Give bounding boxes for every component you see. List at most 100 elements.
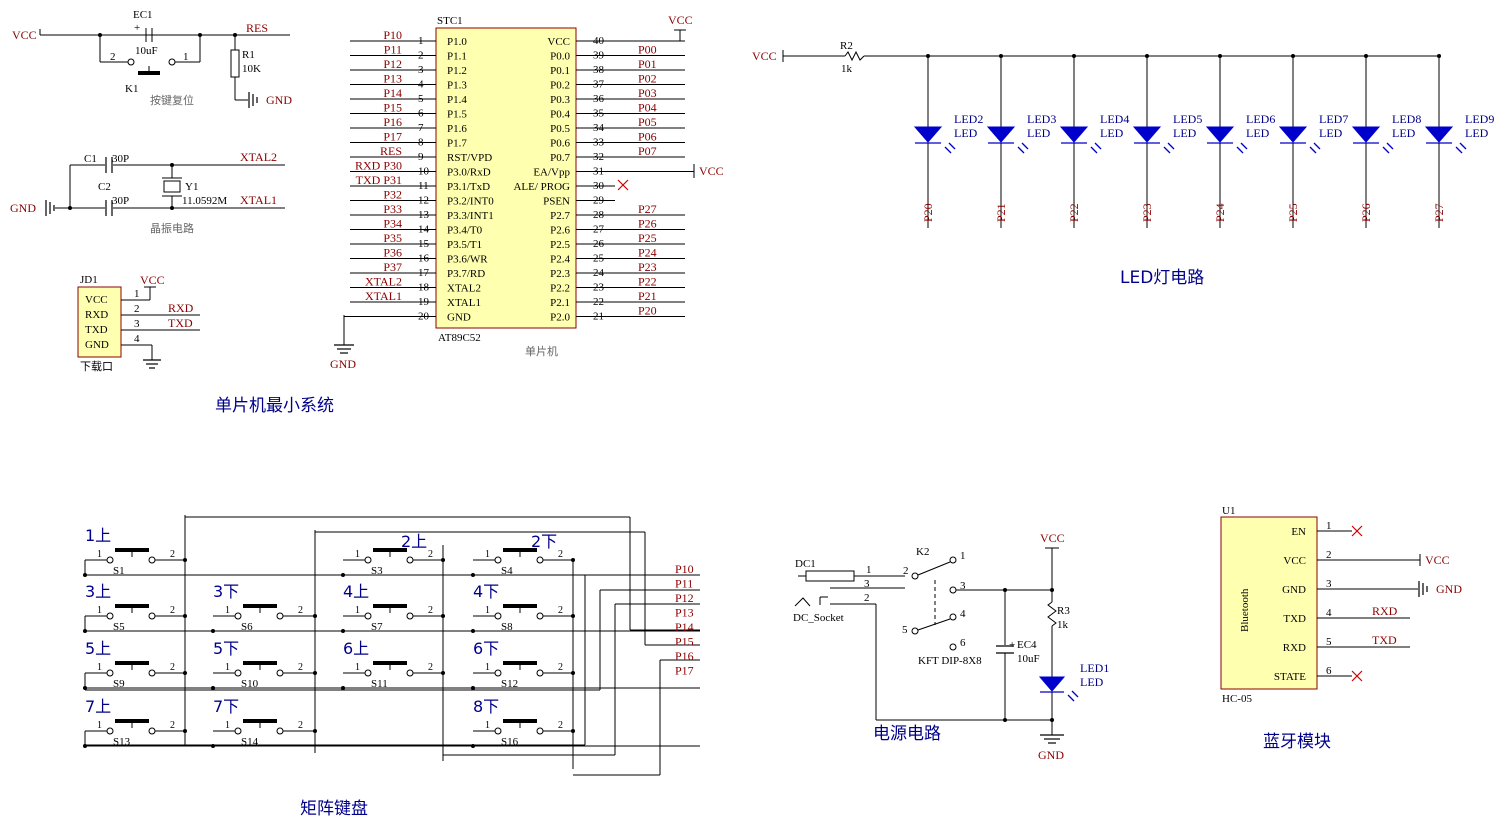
mcu-right-pin-name: P0.3	[550, 94, 570, 106]
power-vcc-net: VCC	[1040, 531, 1065, 545]
ec4-plus: +	[1009, 639, 1015, 651]
k2-ref: K2	[916, 546, 929, 558]
switch-ref: S12	[501, 678, 518, 690]
ec4-value: 10uF	[1017, 653, 1040, 665]
mcu-left-pin-num: 13	[418, 209, 430, 221]
mcu-right-pin-num: 22	[593, 296, 604, 308]
mcu-right-pin-name: P2.5	[550, 239, 570, 251]
mcu-right-pin-name: P0.7	[550, 152, 570, 164]
dc1-ref: DC1	[795, 558, 816, 570]
switch-label: 7下	[213, 697, 239, 716]
dc-pin2: 2	[864, 592, 870, 604]
switch-pin1: 1	[97, 605, 102, 616]
switch-button-icon	[243, 719, 277, 723]
mcu-right-pin-num: 28	[593, 209, 605, 221]
keyboard-net-label: P14	[675, 620, 694, 634]
switch-contact	[364, 612, 372, 620]
r1-ref: R1	[242, 49, 255, 61]
led-diode-icon	[913, 126, 943, 143]
switch-pin2: 2	[170, 662, 175, 673]
led-diode-icon	[1424, 126, 1454, 143]
switch-label: 2下	[531, 532, 557, 551]
jd1-caption: 下载口	[80, 360, 113, 373]
switch-pin2: 2	[298, 605, 303, 616]
switch-ref: S14	[241, 736, 259, 748]
switch-contact	[234, 612, 242, 620]
led-ref: LED5	[1173, 112, 1202, 126]
mcu-left-net: P36	[383, 246, 402, 260]
switch-pin1: 1	[485, 720, 490, 731]
led1-type: LED	[1080, 675, 1104, 689]
mcu-left-net: P32	[383, 188, 402, 202]
switch-pin1: 1	[355, 662, 360, 673]
dc-jack-body	[805, 570, 855, 582]
bt-net: GND	[1436, 582, 1462, 596]
switch-button-icon	[373, 661, 407, 665]
mcu-part: AT89C52	[438, 332, 481, 344]
switch-pin2: 2	[558, 605, 563, 616]
bt-inner-label: Bluetooth	[1239, 588, 1251, 632]
ec1-ref: EC1	[133, 9, 153, 21]
keyboard-net-label: P10	[675, 562, 694, 576]
led-ref: LED4	[1100, 112, 1129, 126]
switch-pin2: 2	[298, 662, 303, 673]
mcu-left-pin-name: P3.1/TxD	[447, 181, 490, 193]
mcu-right-pin-name: P2.6	[550, 225, 570, 237]
mcu-right-net: P24	[638, 246, 657, 260]
res-net: RES	[246, 21, 268, 35]
led-circuit-title: LED灯电路	[1120, 268, 1204, 288]
k1-ref: K1	[125, 83, 138, 95]
mcu-left-net: XTAL1	[365, 289, 402, 303]
mcu-right-pin-name: P2.7	[550, 210, 570, 222]
led-type: LED	[1027, 126, 1051, 140]
led-diode-icon	[1132, 126, 1162, 143]
mcu-left-net: RXD P30	[355, 159, 402, 173]
switch-contact	[276, 727, 284, 735]
mcu-right-pin-num: 21	[593, 311, 604, 323]
bt-pin-num: 6	[1326, 665, 1332, 677]
switch-contact	[148, 612, 156, 620]
mcu-left-pin-name: RST/VPD	[447, 152, 492, 164]
mcu-left-net: P11	[384, 43, 402, 57]
switch-pin1: 1	[355, 605, 360, 616]
switch-button-icon	[243, 604, 277, 608]
mcu-left-pin-name: XTAL1	[447, 297, 481, 309]
mcu-right-pin-name: ALE/ PROG	[513, 181, 570, 193]
mcu-right-net: P04	[638, 101, 657, 115]
led-net: P24	[1213, 203, 1227, 222]
c1-value: 30P	[112, 153, 129, 165]
switch-contact	[536, 556, 544, 564]
jd1-vcc-net: VCC	[140, 273, 165, 287]
bt-pin-name: GND	[1282, 584, 1306, 596]
switch-pin2: 2	[428, 605, 433, 616]
matrix-keyboard-title: 矩阵键盘	[300, 799, 368, 819]
k1-pin1: 1	[183, 51, 189, 63]
dc-pin1: 1	[866, 564, 872, 576]
switch-ref: S9	[113, 678, 125, 690]
mcu-right-pin-name: VCC	[547, 36, 570, 48]
switch-button-icon	[115, 548, 149, 552]
mcu-right-net: P27	[638, 202, 657, 216]
mcu-right-pin-num: 40	[593, 35, 605, 47]
switch-button-icon	[503, 548, 537, 552]
switch-contact	[148, 556, 156, 564]
switch-button-icon	[115, 604, 149, 608]
mcu-left-net: P35	[383, 231, 402, 245]
led-type: LED	[1319, 126, 1343, 140]
keyboard-net-label: P11	[675, 577, 693, 591]
mcu-left-pin-num: 9	[418, 151, 424, 163]
led-diode-icon	[986, 126, 1016, 143]
mcu-right-net: P00	[638, 43, 657, 57]
mcu-left-pin-num: 7	[418, 122, 424, 134]
led-type: LED	[1173, 126, 1197, 140]
led-type: LED	[1392, 126, 1416, 140]
jd1-pin-vcc: VCC	[85, 294, 108, 306]
mcu-right-pin-num: 24	[593, 267, 605, 279]
switch-contact	[494, 556, 502, 564]
led-net: P21	[994, 203, 1008, 222]
mcu-left-net: P12	[383, 57, 402, 71]
